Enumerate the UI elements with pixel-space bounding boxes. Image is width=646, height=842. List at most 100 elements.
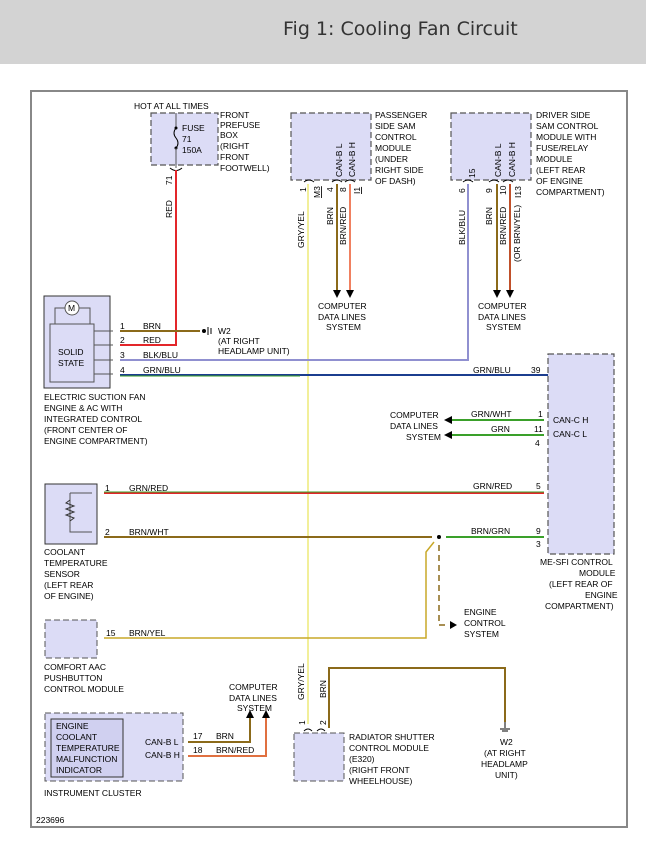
svg-text:HEADLAMP: HEADLAMP: [481, 759, 528, 769]
svg-text:ENGINE & AC WITH: ENGINE & AC WITH: [44, 403, 122, 413]
passenger-sam-dest: COMPUTER DATA LINES SYSTEM: [318, 301, 367, 332]
wire-label-red: RED: [164, 200, 174, 218]
svg-text:SYSTEM: SYSTEM: [237, 703, 272, 713]
svg-text:SAM CONTROL: SAM CONTROL: [536, 121, 599, 131]
svg-text:CAN-C H: CAN-C H: [553, 415, 588, 425]
engine-control-dest: ENGINE CONTROL SYSTEM: [464, 607, 506, 639]
svg-text:4: 4: [120, 365, 125, 375]
svg-text:GRN/BLU: GRN/BLU: [143, 365, 181, 375]
shutter-ground-icon: [500, 722, 510, 732]
me-sfi-data-dest: COMPUTER DATA LINES SYSTEM: [390, 410, 441, 442]
thermistor-icon: [64, 499, 76, 522]
svg-text:PASSENGER: PASSENGER: [375, 110, 427, 120]
svg-text:I13: I13: [513, 186, 523, 198]
svg-text:SYSTEM: SYSTEM: [326, 322, 361, 332]
svg-text:GRN: GRN: [491, 424, 510, 434]
svg-text:2: 2: [318, 720, 328, 725]
svg-text:1: 1: [105, 483, 110, 493]
svg-text:(FRONT CENTER OF: (FRONT CENTER OF: [44, 425, 127, 435]
svg-text:OF DASH): OF DASH): [375, 176, 416, 186]
svg-text:CAN-B L: CAN-B L: [145, 737, 179, 747]
svg-text:2: 2: [120, 335, 125, 345]
svg-text:BRN: BRN: [216, 731, 234, 741]
svg-text:ME-SFI CONTROL: ME-SFI CONTROL: [540, 557, 613, 567]
svg-text:CONTROL: CONTROL: [375, 132, 417, 142]
svg-text:DATA LINES: DATA LINES: [318, 312, 366, 322]
svg-text:RED: RED: [143, 335, 161, 345]
driver-sam-module: 15 CAN-B L CAN-B H DRIVER SIDE SAM CONTR…: [450, 110, 605, 332]
svg-text:CAN-B H: CAN-B H: [507, 142, 517, 177]
passenger-sam-can-b-l: CAN-B L: [334, 143, 344, 177]
svg-text:W2: W2: [218, 326, 231, 336]
svg-text:8: 8: [338, 187, 348, 192]
svg-text:COMFORT AAC: COMFORT AAC: [44, 662, 106, 672]
svg-text:(RIGHT FRONT: (RIGHT FRONT: [349, 765, 410, 775]
fuse-hot-label: HOT AT ALL TIMES: [134, 101, 209, 111]
driver-sam-desc: DRIVER SIDE SAM CONTROL MODULE WITH FUSE…: [536, 110, 605, 197]
fuse-box-desc: FRONT PREFUSE BOX (RIGHT FRONT FOOTWELL): [220, 110, 270, 173]
svg-text:5: 5: [536, 481, 541, 491]
svg-text:COOLANT: COOLANT: [44, 547, 85, 557]
svg-text:UNIT): UNIT): [495, 770, 518, 780]
svg-text:M: M: [68, 303, 75, 313]
fuse-icon: [173, 127, 179, 149]
svg-text:1: 1: [297, 720, 307, 725]
svg-text:BRN/RED: BRN/RED: [216, 745, 254, 755]
svg-text:GRN/WHT: GRN/WHT: [471, 409, 512, 419]
fuse-rating: 150A: [182, 145, 202, 155]
svg-text:MODULE: MODULE: [579, 568, 616, 578]
svg-text:PREFUSE: PREFUSE: [220, 120, 260, 130]
svg-text:RADIATOR SHUTTER: RADIATOR SHUTTER: [349, 732, 435, 742]
svg-text:ENGINE COMPARTMENT): ENGINE COMPARTMENT): [44, 436, 148, 446]
svg-text:BRN: BRN: [143, 321, 161, 331]
svg-text:4: 4: [325, 187, 335, 192]
svg-text:9: 9: [484, 188, 494, 193]
svg-text:BRN: BRN: [318, 680, 328, 698]
svg-text:(E320): (E320): [349, 754, 375, 764]
svg-text:MALFUNCTION: MALFUNCTION: [56, 754, 117, 764]
instrument-cluster: ENGINE COOLANT TEMPERATURE MALFUNCTION I…: [44, 682, 278, 798]
svg-text:BRN/GRN: BRN/GRN: [471, 526, 510, 536]
svg-text:COMPUTER: COMPUTER: [390, 410, 439, 420]
svg-text:(AT RIGHT: (AT RIGHT: [484, 748, 526, 758]
svg-text:FRONT: FRONT: [220, 110, 249, 120]
svg-text:BOX: BOX: [220, 130, 238, 140]
svg-text:TEMPERATURE: TEMPERATURE: [56, 743, 120, 753]
svg-text:HEADLAMP UNIT): HEADLAMP UNIT): [218, 346, 290, 356]
svg-text:9: 9: [536, 526, 541, 536]
svg-text:DATA LINES: DATA LINES: [229, 693, 277, 703]
passenger-sam-arrows-icon: [333, 290, 354, 298]
svg-text:FOOTWELL): FOOTWELL): [220, 163, 270, 173]
svg-text:2: 2: [105, 527, 110, 537]
driver-sam-dest: COMPUTER DATA LINES SYSTEM: [478, 301, 527, 332]
svg-text:OF ENGINE: OF ENGINE: [536, 176, 583, 186]
svg-text:FUSE/RELAY: FUSE/RELAY: [536, 143, 589, 153]
comfort-module: 15 BRN/YEL COMFORT AAC PUSHBUTTON CONTRO…: [44, 619, 166, 694]
svg-text:SYSTEM: SYSTEM: [406, 432, 441, 442]
svg-text:CAN-B H: CAN-B H: [145, 750, 180, 760]
svg-text:COMPUTER: COMPUTER: [478, 301, 527, 311]
passenger-sam-desc: PASSENGER SIDE SAM CONTROL MODULE (UNDER…: [375, 110, 427, 186]
ground-icon: [202, 327, 212, 335]
svg-text:(UNDER: (UNDER: [375, 154, 408, 164]
svg-text:1: 1: [298, 187, 308, 192]
engine-control-arrow-icon: [450, 621, 457, 629]
svg-text:BRN/RED: BRN/RED: [498, 207, 508, 245]
figure-title: Fig 1: Cooling Fan Circuit: [283, 18, 518, 40]
svg-text:SOLID: SOLID: [58, 347, 84, 357]
svg-text:TEMPERATURE: TEMPERATURE: [44, 558, 108, 568]
svg-text:17: 17: [193, 731, 203, 741]
svg-text:10: 10: [498, 185, 508, 195]
svg-text:(LEFT REAR: (LEFT REAR: [44, 580, 93, 590]
svg-text:COMPUTER: COMPUTER: [318, 301, 367, 311]
svg-text:COMPUTER: COMPUTER: [229, 682, 278, 692]
svg-text:GRN/RED: GRN/RED: [129, 483, 168, 493]
svg-text:BLK/BLU: BLK/BLU: [143, 350, 178, 360]
svg-text:BRN/RED: BRN/RED: [338, 207, 348, 245]
svg-text:DATA LINES: DATA LINES: [390, 421, 438, 431]
svg-text:(LEFT REAR OF: (LEFT REAR OF: [549, 579, 613, 589]
svg-text:CAN-C L: CAN-C L: [553, 429, 587, 439]
svg-text:CAN-B L: CAN-B L: [493, 143, 503, 177]
svg-text:DRIVER SIDE: DRIVER SIDE: [536, 110, 591, 120]
svg-text:(AT RIGHT: (AT RIGHT: [218, 336, 260, 346]
